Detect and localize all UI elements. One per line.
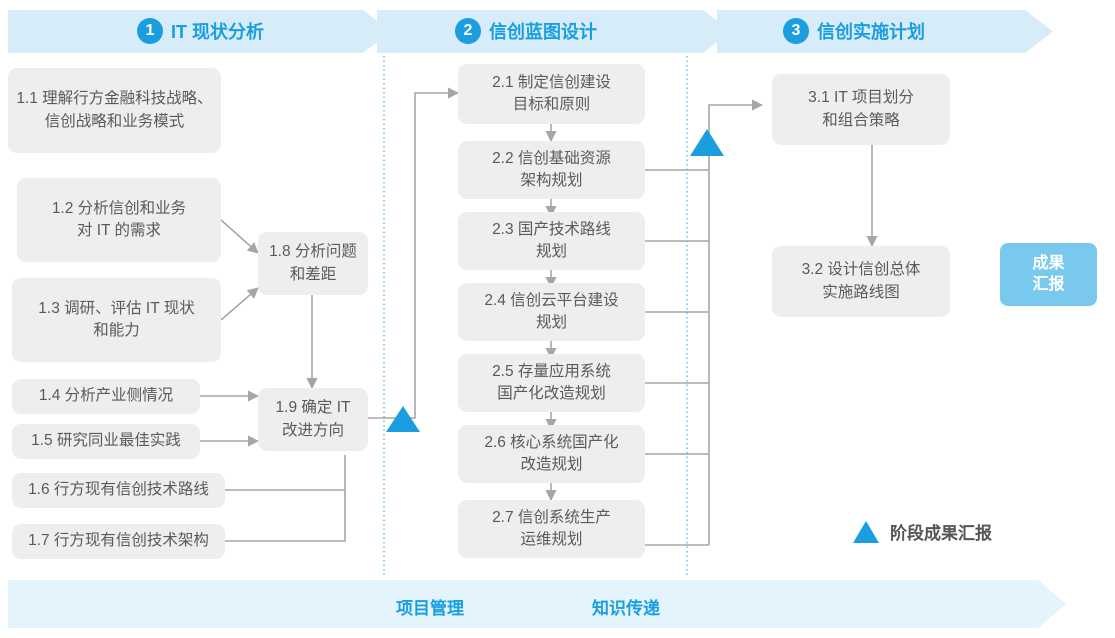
node-1-9[interactable]: 1.9 确定 IT 改进方向: [258, 388, 368, 451]
node-2-4[interactable]: 2.4 信创云平台建设 规划: [458, 283, 645, 341]
bottom-label-project-management: 项目管理: [396, 599, 464, 618]
phase-title-2: 信创蓝图设计: [489, 22, 597, 42]
phase2-to-phase3-connectors: [645, 99, 878, 546]
node-1-5[interactable]: 1.5 研究同业最佳实践: [12, 424, 200, 459]
legend-milestone: 阶段成果汇报: [853, 519, 992, 544]
phase-number-1: 1: [137, 18, 163, 44]
node-1-6[interactable]: 1.6 行方现有信创技术路线: [12, 473, 225, 508]
phase-title-1: IT 现状分析: [171, 22, 264, 42]
triangle-up-icon: [853, 520, 879, 543]
node-1-4[interactable]: 1.4 分析产业侧情况: [12, 379, 200, 414]
legend-label: 阶段成果汇报: [890, 524, 992, 543]
phase-number-2: 2: [455, 18, 481, 44]
node-3-2[interactable]: 3.2 设计信创总体 实施路线图: [772, 246, 950, 317]
milestone-triangle-phase1: [386, 406, 420, 432]
phase-label-1: 1 IT 现状分析: [137, 18, 264, 44]
milestone-triangle-phase2: [690, 129, 724, 156]
node-1-7[interactable]: 1.7 行方现有信创技术架构: [12, 524, 225, 559]
result-node[interactable]: 成果 汇报: [1000, 243, 1097, 306]
bottom-label-knowledge-transfer: 知识传递: [592, 599, 660, 618]
node-2-7[interactable]: 2.7 信创系统生产 运维规划: [458, 500, 645, 558]
phase-label-2: 2 信创蓝图设计: [455, 18, 597, 44]
node-2-3[interactable]: 2.3 国产技术路线 规划: [458, 212, 645, 270]
node-3-1[interactable]: 3.1 IT 项目划分 和组合策略: [772, 74, 950, 145]
phase-number-3: 3: [783, 18, 809, 44]
node-1-1[interactable]: 1.1 理解行方金融科技战略、 信创战略和业务模式: [8, 68, 221, 153]
phase-label-3: 3 信创实施计划: [783, 18, 925, 44]
phase1-connectors: [200, 87, 460, 542]
phase-title-3: 信创实施计划: [817, 22, 925, 42]
node-2-5[interactable]: 2.5 存量应用系统 国产化改造规划: [458, 354, 645, 412]
node-2-1[interactable]: 2.1 制定信创建设 目标和原则: [458, 64, 645, 124]
node-1-3[interactable]: 1.3 调研、评估 IT 现状 和能力: [12, 278, 221, 362]
node-1-8[interactable]: 1.8 分析问题 和差距: [258, 232, 368, 295]
node-2-6[interactable]: 2.6 核心系统国产化 改造规划: [458, 425, 645, 483]
bottom-track-bar: [8, 580, 1066, 628]
node-1-2[interactable]: 1.2 分析信创和业务 对 IT 的需求: [17, 178, 221, 262]
node-2-2[interactable]: 2.2 信创基础资源 架构规划: [458, 141, 645, 199]
